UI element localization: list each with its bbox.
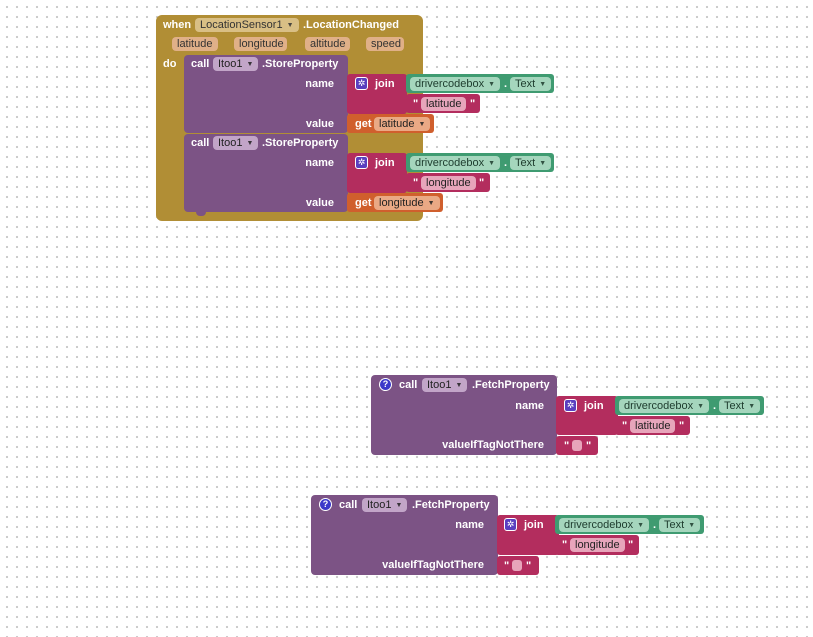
- store1-dot-label: .: [504, 78, 508, 90]
- store1-method-label: .StoreProperty: [262, 58, 339, 70]
- fetch2-call-label: call: [339, 499, 358, 511]
- store2-dot-label: .: [504, 157, 508, 169]
- quote-open-icon: ": [564, 440, 570, 452]
- store2-method-label: .StoreProperty: [262, 137, 339, 149]
- fetch1-textbox-dropdown[interactable]: drivercodebox▼: [619, 399, 710, 413]
- store2-textbox-dropdown[interactable]: drivercodebox▼: [410, 156, 501, 170]
- fetch2-dot-label: .: [653, 519, 657, 531]
- quote-close-icon: ": [586, 440, 592, 452]
- store2-join-label: join: [375, 157, 395, 169]
- store1-value-socket-label: value: [305, 118, 334, 130]
- gear-icon[interactable]: ✲: [355, 77, 368, 90]
- fetch1-dot-label: .: [713, 400, 717, 412]
- store2-var-dropdown[interactable]: longitude▼: [374, 196, 440, 210]
- event-param-longitude[interactable]: longitude: [234, 37, 287, 51]
- fetch2-value-socket-label: valueIfTagNotThere: [382, 559, 484, 571]
- quote-close-icon: ": [479, 177, 485, 189]
- event-name-label: .LocationChanged: [303, 19, 399, 31]
- help-icon[interactable]: ?: [319, 498, 332, 511]
- fetch1-join-label: join: [584, 400, 604, 412]
- store2-bottom-notch: [196, 211, 206, 216]
- chevron-down-icon: ▼: [688, 522, 696, 529]
- store2-field-dropdown[interactable]: Text▼: [510, 156, 552, 170]
- event-component-dropdown[interactable]: LocationSensor1▼: [195, 18, 299, 32]
- store1-var-dropdown[interactable]: latitude▼: [374, 117, 431, 131]
- store1-join-label: join: [375, 78, 395, 90]
- quote-close-icon: ": [628, 539, 634, 551]
- fetch1-value-socket-label: valueIfTagNotThere: [442, 439, 544, 451]
- store-property-block-2[interactable]: [184, 134, 348, 212]
- help-icon[interactable]: ?: [379, 378, 392, 391]
- event-param-speed[interactable]: speed: [366, 37, 404, 51]
- store-property-block-1[interactable]: [184, 55, 348, 133]
- chevron-down-icon: ▼: [427, 200, 435, 207]
- event-do-label: do: [163, 58, 177, 70]
- fetch2-name-socket-label: name: [455, 519, 484, 531]
- chevron-down-icon: ▼: [395, 502, 403, 509]
- gear-icon[interactable]: ✲: [504, 518, 517, 531]
- quote-close-icon: ": [526, 560, 532, 572]
- fetch2-string-text[interactable]: longitude: [570, 538, 625, 552]
- fetch1-field-dropdown[interactable]: Text▼: [719, 399, 761, 413]
- fetch1-name-socket-label: name: [515, 400, 544, 412]
- store1-textbox-dropdown[interactable]: drivercodebox▼: [410, 77, 501, 91]
- quote-open-icon: ": [562, 539, 568, 551]
- chevron-down-icon: ▼: [539, 160, 547, 167]
- fetch1-call-label: call: [399, 379, 418, 391]
- chevron-down-icon: ▼: [286, 22, 294, 29]
- fetch2-join-label: join: [524, 519, 544, 531]
- fetch2-empty-string-text[interactable]: [512, 560, 522, 571]
- fetch2-component-dropdown[interactable]: Itoo1▼: [362, 498, 408, 512]
- chevron-down-icon: ▼: [246, 61, 254, 68]
- fetch2-method-label: .FetchProperty: [412, 499, 490, 511]
- chevron-down-icon: ▼: [488, 160, 496, 167]
- chevron-down-icon: ▼: [637, 522, 645, 529]
- chevron-down-icon: ▼: [418, 121, 426, 128]
- store2-value-socket-label: value: [305, 197, 334, 209]
- fetch1-method-label: .FetchProperty: [472, 379, 550, 391]
- store1-string-text[interactable]: latitude: [421, 97, 467, 111]
- quote-close-icon: ": [470, 98, 476, 110]
- store2-call-label: call: [191, 137, 210, 149]
- gear-icon[interactable]: ✲: [355, 156, 368, 169]
- store1-call-label: call: [191, 58, 210, 70]
- chevron-down-icon: ▼: [539, 81, 547, 88]
- chevron-down-icon: ▼: [246, 140, 254, 147]
- chevron-down-icon: ▼: [455, 382, 463, 389]
- fetch1-empty-string-text[interactable]: [572, 440, 582, 451]
- store1-name-socket-label: name: [305, 78, 334, 90]
- event-param-altitude[interactable]: altitude: [305, 37, 350, 51]
- store1-get-label: get: [355, 118, 372, 130]
- fetch2-textbox-dropdown[interactable]: drivercodebox▼: [559, 518, 650, 532]
- store2-component-dropdown[interactable]: Itoo1▼: [213, 136, 259, 150]
- chevron-down-icon: ▼: [748, 403, 756, 410]
- store2-string-text[interactable]: longitude: [421, 176, 476, 190]
- quote-open-icon: ": [413, 98, 419, 110]
- chevron-down-icon: ▼: [697, 403, 705, 410]
- gear-icon[interactable]: ✲: [564, 399, 577, 412]
- quote-open-icon: ": [504, 560, 510, 572]
- quote-open-icon: ": [622, 420, 628, 432]
- store1-component-dropdown[interactable]: Itoo1▼: [213, 57, 259, 71]
- quote-open-icon: ": [413, 177, 419, 189]
- fetch2-field-dropdown[interactable]: Text▼: [659, 518, 701, 532]
- store1-field-dropdown[interactable]: Text▼: [510, 77, 552, 91]
- event-when-label: when: [163, 19, 192, 31]
- store2-get-label: get: [355, 197, 372, 209]
- chevron-down-icon: ▼: [488, 81, 496, 88]
- fetch1-component-dropdown[interactable]: Itoo1▼: [422, 378, 468, 392]
- event-param-latitude[interactable]: latitude: [172, 37, 218, 51]
- fetch1-string-text[interactable]: latitude: [630, 419, 676, 433]
- store2-name-socket-label: name: [305, 157, 334, 169]
- quote-close-icon: ": [679, 420, 685, 432]
